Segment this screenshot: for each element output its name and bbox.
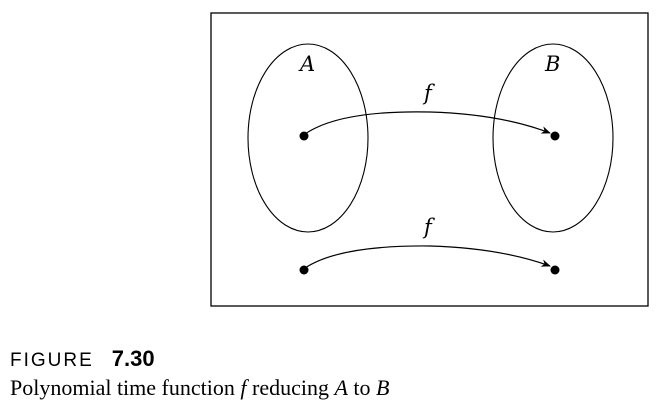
caption-text: Polynomial time function f reducing A to… [10, 374, 390, 402]
set-a-ellipse [247, 43, 369, 233]
caption-to-set: B [376, 375, 390, 400]
mapping-arrow-inside [304, 111, 551, 135]
figure-caption: FIGURE 7.30 Polynomial time function f re… [10, 344, 390, 402]
diagram-frame [210, 12, 649, 307]
set-b-label: B [544, 52, 560, 76]
figure-heading: FIGURE 7.30 [10, 344, 390, 374]
figure-number: 7.30 [111, 346, 155, 371]
point-in-b [550, 131, 560, 141]
figure-word: FIGURE [10, 350, 94, 371]
caption-from-set: A [334, 375, 348, 400]
reduction-diagram: A B f f [210, 12, 649, 307]
arrow-label-top: f [422, 81, 435, 105]
mapping-arrow-outside [304, 245, 551, 269]
point-in-a [299, 131, 309, 141]
point-outside-a [299, 265, 309, 275]
caption-prefix: Polynomial time function [10, 375, 241, 400]
set-a-label: A [298, 52, 315, 76]
caption-to-word: to [347, 375, 377, 400]
point-outside-b [550, 265, 560, 275]
set-b-ellipse [492, 43, 614, 233]
caption-middle: reducing [246, 375, 335, 400]
caption-function-symbol: f [240, 375, 247, 400]
arrow-label-bottom: f [422, 215, 435, 239]
